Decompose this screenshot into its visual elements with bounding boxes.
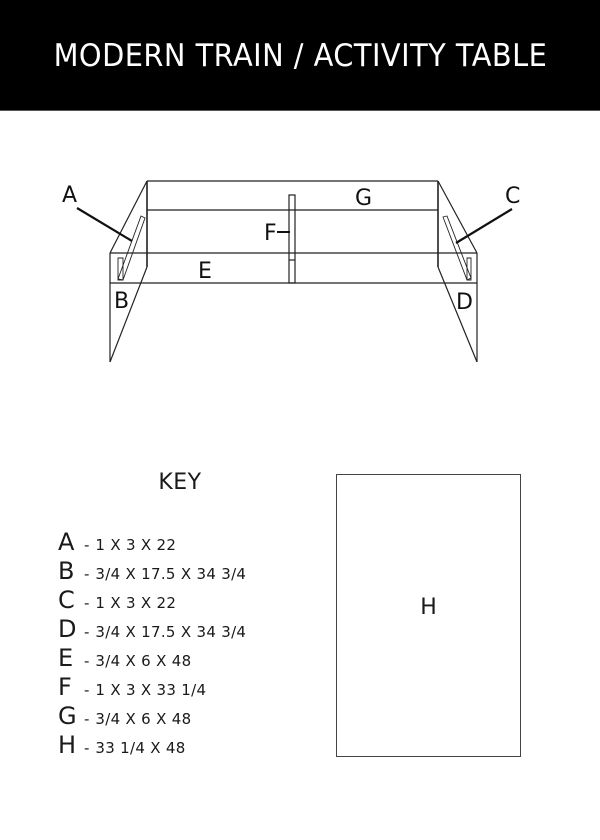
key-separator: - [84,594,90,612]
side-panel-d-right [437,180,478,363]
key-item-c: C - 1 X 3 X 22 [58,586,246,615]
key-dimensions: 33 1/4 X 48 [95,739,186,757]
key-dimensions: 3/4 X 6 X 48 [95,710,192,728]
label-h: H [420,595,437,620]
label-f: F [264,221,277,246]
side-panel-b-left [109,180,148,363]
key-letter: B [58,557,75,585]
key-letter: E [58,644,74,672]
key-letter: F [58,673,72,701]
key-separator: - [84,710,90,728]
key-letter: G [58,702,77,730]
key-dimensions: 1 X 3 X 33 1/4 [95,681,207,699]
key-separator: - [84,623,90,641]
key-separator: - [84,565,90,583]
key-letter: H [58,731,77,759]
key-item-e: E - 3/4 X 6 X 48 [58,644,246,673]
label-c: C [505,184,520,209]
label-a: A [62,183,77,208]
key-item-h: H - 33 1/4 X 48 [58,731,246,760]
key-item-f: F - 1 X 3 X 33 1/4 [58,673,246,702]
center-support-f [288,194,296,284]
key-separator: - [84,681,90,699]
key-dimensions: 3/4 X 17.5 X 34 3/4 [95,565,247,583]
key-heading: KEY [158,470,202,495]
key-item-a: A - 1 X 3 X 22 [58,528,246,557]
leader-line-a [76,207,133,242]
key-item-g: G - 3/4 X 6 X 48 [58,702,246,731]
key-item-d: D - 3/4 X 17.5 X 34 3/4 [58,615,246,644]
leader-line-c [455,208,513,244]
label-g: G [355,186,372,211]
tabletop-panel-h: H [336,474,521,757]
label-e: E [198,259,212,284]
key-dimensions: 3/4 X 6 X 48 [95,652,192,670]
page-title: MODERN TRAIN / ACTIVITY TABLE [53,38,547,74]
parts-key-list: A - 1 X 3 X 22 B - 3/4 X 17.5 X 34 3/4 C… [58,528,246,760]
rail-e-front [110,252,477,284]
key-dimensions: 1 X 3 X 22 [95,536,177,554]
handle-c-right [442,215,472,281]
key-letter: A [58,528,75,556]
label-d: D [456,290,473,315]
title-banner: MODERN TRAIN / ACTIVITY TABLE [0,0,600,111]
key-separator: - [84,739,90,757]
key-separator: - [84,536,90,554]
rail-g-back [147,180,438,211]
label-b: B [114,289,129,314]
key-dimensions: 3/4 X 17.5 X 34 3/4 [95,623,247,641]
handle-a-left [117,215,146,281]
key-dimensions: 1 X 3 X 22 [95,594,177,612]
key-letter: D [58,615,77,643]
key-separator: - [84,652,90,670]
key-item-b: B - 3/4 X 17.5 X 34 3/4 [58,557,246,586]
key-letter: C [58,586,75,614]
